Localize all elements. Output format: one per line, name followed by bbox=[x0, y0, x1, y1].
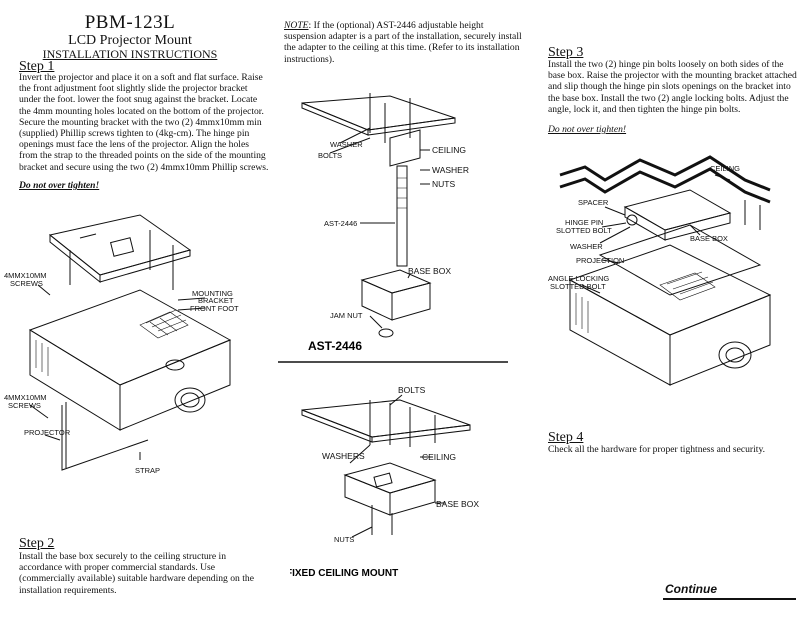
step4-title: Step 4 bbox=[548, 430, 584, 445]
projector-bracket-diagram: 4MMX10MM SCREWS MOUNTING BRACKET FRONT F… bbox=[4, 214, 239, 475]
fig4-slotted-bolt: SLOTTED BOLT bbox=[556, 226, 612, 235]
step4-text: Check all the hardware for proper tightn… bbox=[548, 444, 766, 455]
fig2-bolts: BOLTS bbox=[318, 151, 342, 160]
fig1-screws-bottom-2: SCREWS bbox=[8, 401, 41, 410]
fig4-base-box: BASE BOX bbox=[690, 234, 728, 243]
fig3-caption: FIXED CEILING MOUNT bbox=[290, 568, 398, 579]
installed-projector-diagram: CEILING SPACER HINGE PIN SLOTTED BOLT WA… bbox=[548, 155, 772, 386]
fig3-washers: WASHERS bbox=[322, 451, 365, 461]
continue-label: Continue bbox=[665, 582, 717, 596]
continue-underline bbox=[663, 598, 796, 600]
fig2-base-box: BASE BOX bbox=[408, 266, 451, 276]
fig1-strap: STRAP bbox=[135, 466, 160, 475]
fig1-screws-top-2: SCREWS bbox=[10, 279, 43, 288]
fig4-spacer: SPACER bbox=[578, 198, 609, 207]
fig3-nuts: NUTS bbox=[334, 535, 354, 544]
fig2-nuts: NUTS bbox=[432, 179, 455, 189]
ast2446-diagram: WASHER BOLTS CEILING WASHER NUTS AST-244… bbox=[301, 93, 469, 353]
fig2-caption: AST-2446 bbox=[308, 339, 362, 353]
fig3-base-box: BASE BOX bbox=[436, 499, 479, 509]
fig4-ceiling: CEILING bbox=[710, 164, 740, 173]
fig1-front-foot: FRONT FOOT bbox=[190, 304, 239, 313]
fig1-screws-top: 4MMX10MM bbox=[4, 271, 47, 280]
step3-text: Install the two (2) hinge pin bolts loos… bbox=[548, 59, 797, 115]
fig1-projector: PROJECTOR bbox=[24, 428, 71, 437]
step3-title: Step 3 bbox=[548, 45, 584, 60]
note-body: : If the (optional) AST-2446 adjustable … bbox=[284, 20, 522, 65]
fig2-ceiling: CEILING bbox=[432, 145, 466, 155]
fig4-angle-locking: ANGLE LOCKING bbox=[548, 274, 609, 283]
step3-warning: Do not over tighten! bbox=[548, 124, 627, 135]
fig2-ast: AST-2446 bbox=[324, 219, 357, 228]
product-name: LCD Projector Mount bbox=[68, 33, 192, 48]
step1-warning: Do not over tighten! bbox=[19, 180, 100, 191]
instructions-heading: INSTALLATION INSTRUCTIONS bbox=[42, 47, 218, 61]
fig3-ceiling: CEILING bbox=[422, 452, 456, 462]
fig2-washer2: WASHER bbox=[432, 165, 469, 175]
fig2-jam-nut: JAM NUT bbox=[330, 311, 363, 320]
page-title: PBM-123L bbox=[84, 12, 176, 33]
fig2-washer: WASHER bbox=[330, 140, 363, 149]
step2-title: Step 2 bbox=[19, 536, 55, 551]
fig4-washer: WASHER bbox=[570, 242, 603, 251]
step1-text: Invert the projector and place it on a s… bbox=[19, 72, 269, 173]
section-divider bbox=[278, 361, 508, 363]
fig1-screws-bottom: 4MMX10MM bbox=[4, 393, 47, 402]
fig4-projection: PROJECTION bbox=[576, 256, 624, 265]
fig4-angle-slotted: SLOTTED BOLT bbox=[550, 282, 606, 291]
fig1-mounting: MOUNTING bbox=[192, 289, 233, 298]
step1-title: Step 1 bbox=[19, 59, 55, 74]
note-label: NOTE bbox=[284, 20, 309, 31]
step2-text: Install the base box securely to the cei… bbox=[19, 551, 254, 596]
fig1-bracket: BRACKET bbox=[198, 296, 234, 305]
fixed-ceiling-mount-diagram: BOLTS WASHERS CEILING BASE BOX NUTS FIXE… bbox=[290, 385, 479, 579]
fig3-bolts: BOLTS bbox=[398, 385, 426, 395]
fig4-hinge-pin: HINGE PIN bbox=[565, 218, 603, 227]
note-text: NOTE: If the (optional) AST-2446 adjusta… bbox=[284, 20, 524, 65]
